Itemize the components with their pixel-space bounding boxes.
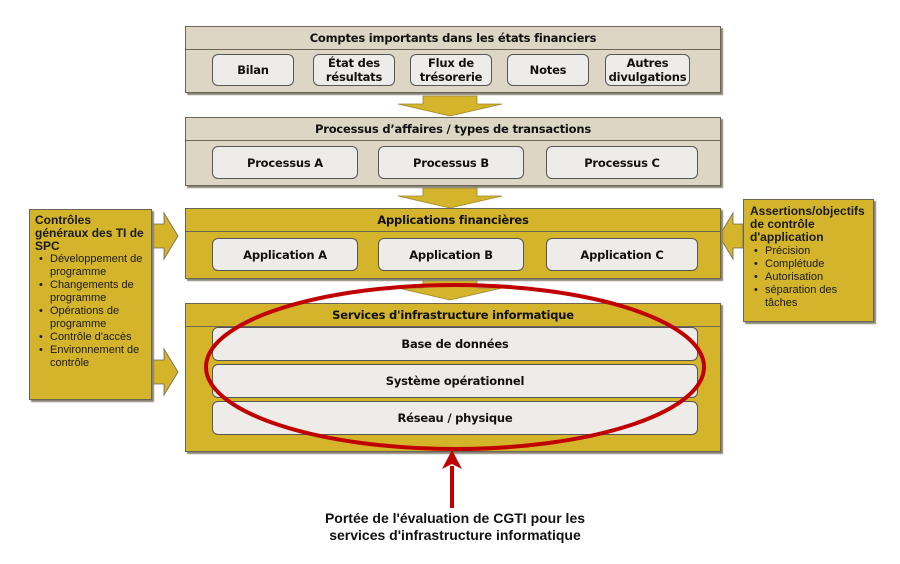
infra-base-de-donnees: Base de données: [212, 327, 698, 361]
scope-arrow-head: [442, 450, 462, 469]
left-panel-title: Contrôles généraux des TI de SPC: [35, 213, 144, 253]
right-panel-list: Précision Complétude Autorisation sépara…: [750, 245, 869, 310]
layer-applications: Applications financières Application A A…: [185, 208, 721, 279]
scope-ellipse: [204, 283, 706, 451]
layer-processes: Processus d’affaires / types de transact…: [185, 117, 721, 186]
left-panel-item: Contrôle d'accès: [35, 331, 147, 344]
process-b: Processus B: [378, 146, 524, 179]
down-arrow-2: [397, 187, 503, 209]
layer-infrastructure: Services d'infrastructure informatique B…: [185, 303, 721, 452]
account-notes: Notes: [507, 54, 589, 86]
account-etat-resultats: État des résultats: [313, 54, 395, 86]
layer-accounts-title: Comptes importants dans les états financ…: [186, 27, 720, 50]
layer-accounts: Comptes importants dans les états financ…: [185, 26, 721, 93]
right-panel-item: Précision: [750, 245, 869, 258]
account-autres-divulgations: Autres divulgations: [605, 54, 690, 86]
right-panel-item: Autorisation: [750, 271, 869, 284]
account-bilan: Bilan: [212, 54, 294, 86]
left-panel-list: Développement de programme Changements d…: [35, 253, 147, 370]
layer-applications-title: Applications financières: [186, 209, 720, 232]
right-panel-application-control-objectives: Assertions/objectifs de contrôle d'appli…: [743, 199, 874, 322]
application-b: Application B: [378, 238, 524, 271]
scope-caption: Portée de l'évaluation de CGTI pour les …: [324, 510, 586, 543]
left-panel-it-general-controls: Contrôles généraux des TI de SPC Dévelop…: [29, 209, 152, 400]
right-arrow-upper: [151, 211, 179, 261]
layer-infrastructure-title: Services d'infrastructure informatique: [186, 304, 720, 327]
layer-processes-title: Processus d’affaires / types de transact…: [186, 118, 720, 141]
application-a: Application A: [212, 238, 358, 271]
left-panel-item: Environnement de contrôle: [35, 344, 147, 370]
left-panel-item: Changements de programme: [35, 279, 147, 305]
left-panel-item: Opérations de programme: [35, 305, 147, 331]
process-c: Processus C: [546, 146, 698, 179]
left-panel-item: Développement de programme: [35, 253, 147, 279]
account-flux-tresorerie: Flux de trésorerie: [410, 54, 492, 86]
process-a: Processus A: [212, 146, 358, 179]
down-arrow-1: [397, 95, 503, 117]
right-panel-item: Complétude: [750, 258, 869, 271]
right-panel-item: séparation des tâches: [750, 284, 869, 310]
right-panel-title: Assertions/objectifs de contrôle d'appli…: [750, 204, 865, 244]
left-arrow-right-panel: [718, 211, 744, 261]
application-c: Application C: [546, 238, 698, 271]
right-arrow-lower: [151, 347, 179, 397]
infra-systeme-operationnel: Système opérationnel: [212, 364, 698, 398]
